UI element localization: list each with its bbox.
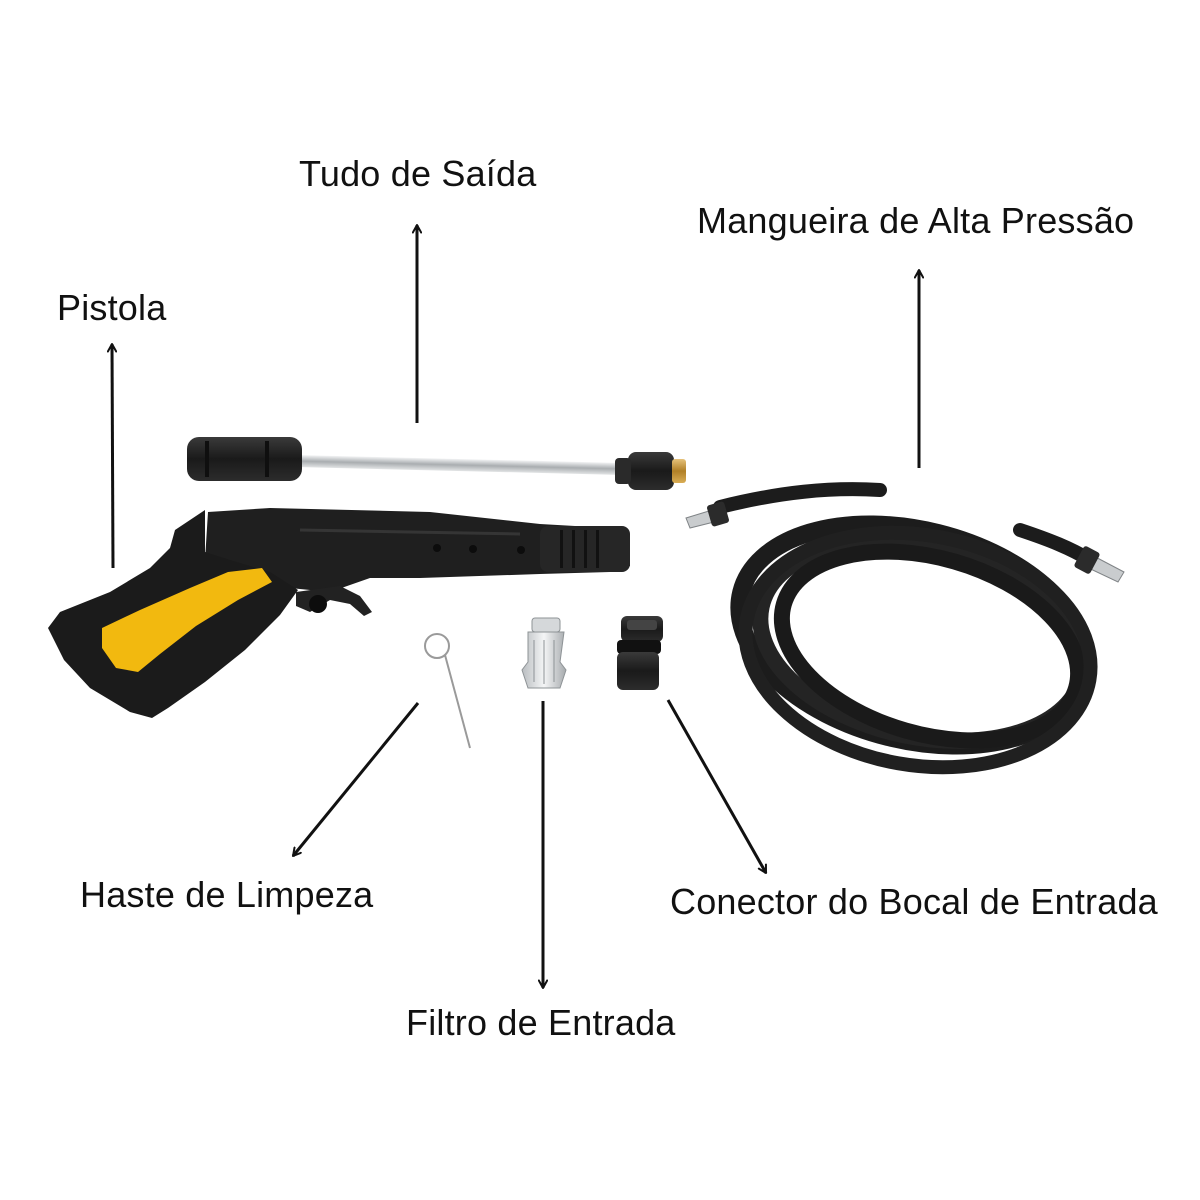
label-filtro: Filtro de Entrada <box>406 1002 676 1043</box>
lance-rod <box>295 455 632 476</box>
inlet-connector <box>617 616 663 690</box>
label-conector: Conector do Bocal de Entrada <box>670 881 1158 922</box>
arrow-down-right-icon <box>666 699 768 873</box>
label-pistola: Pistola <box>57 287 167 328</box>
high-pressure-hose <box>685 482 1125 775</box>
spray-gun <box>48 508 630 718</box>
brass-tip <box>672 459 686 483</box>
label-haste: Haste de Limpeza <box>80 874 374 915</box>
lance-nozzle <box>628 452 674 490</box>
outlet-tube <box>187 437 686 490</box>
arrow-down-left-icon <box>291 702 420 856</box>
label-mangueira: Mangueira de Alta Pressão <box>697 200 1135 241</box>
cleaning-rod <box>424 633 471 749</box>
yellow-grip <box>102 568 272 672</box>
arrow-up-icon <box>112 344 113 569</box>
label-tubo-saida: Tudo de Saída <box>299 153 537 194</box>
lance-rear-grip <box>187 437 302 481</box>
inlet-filter <box>521 617 567 689</box>
